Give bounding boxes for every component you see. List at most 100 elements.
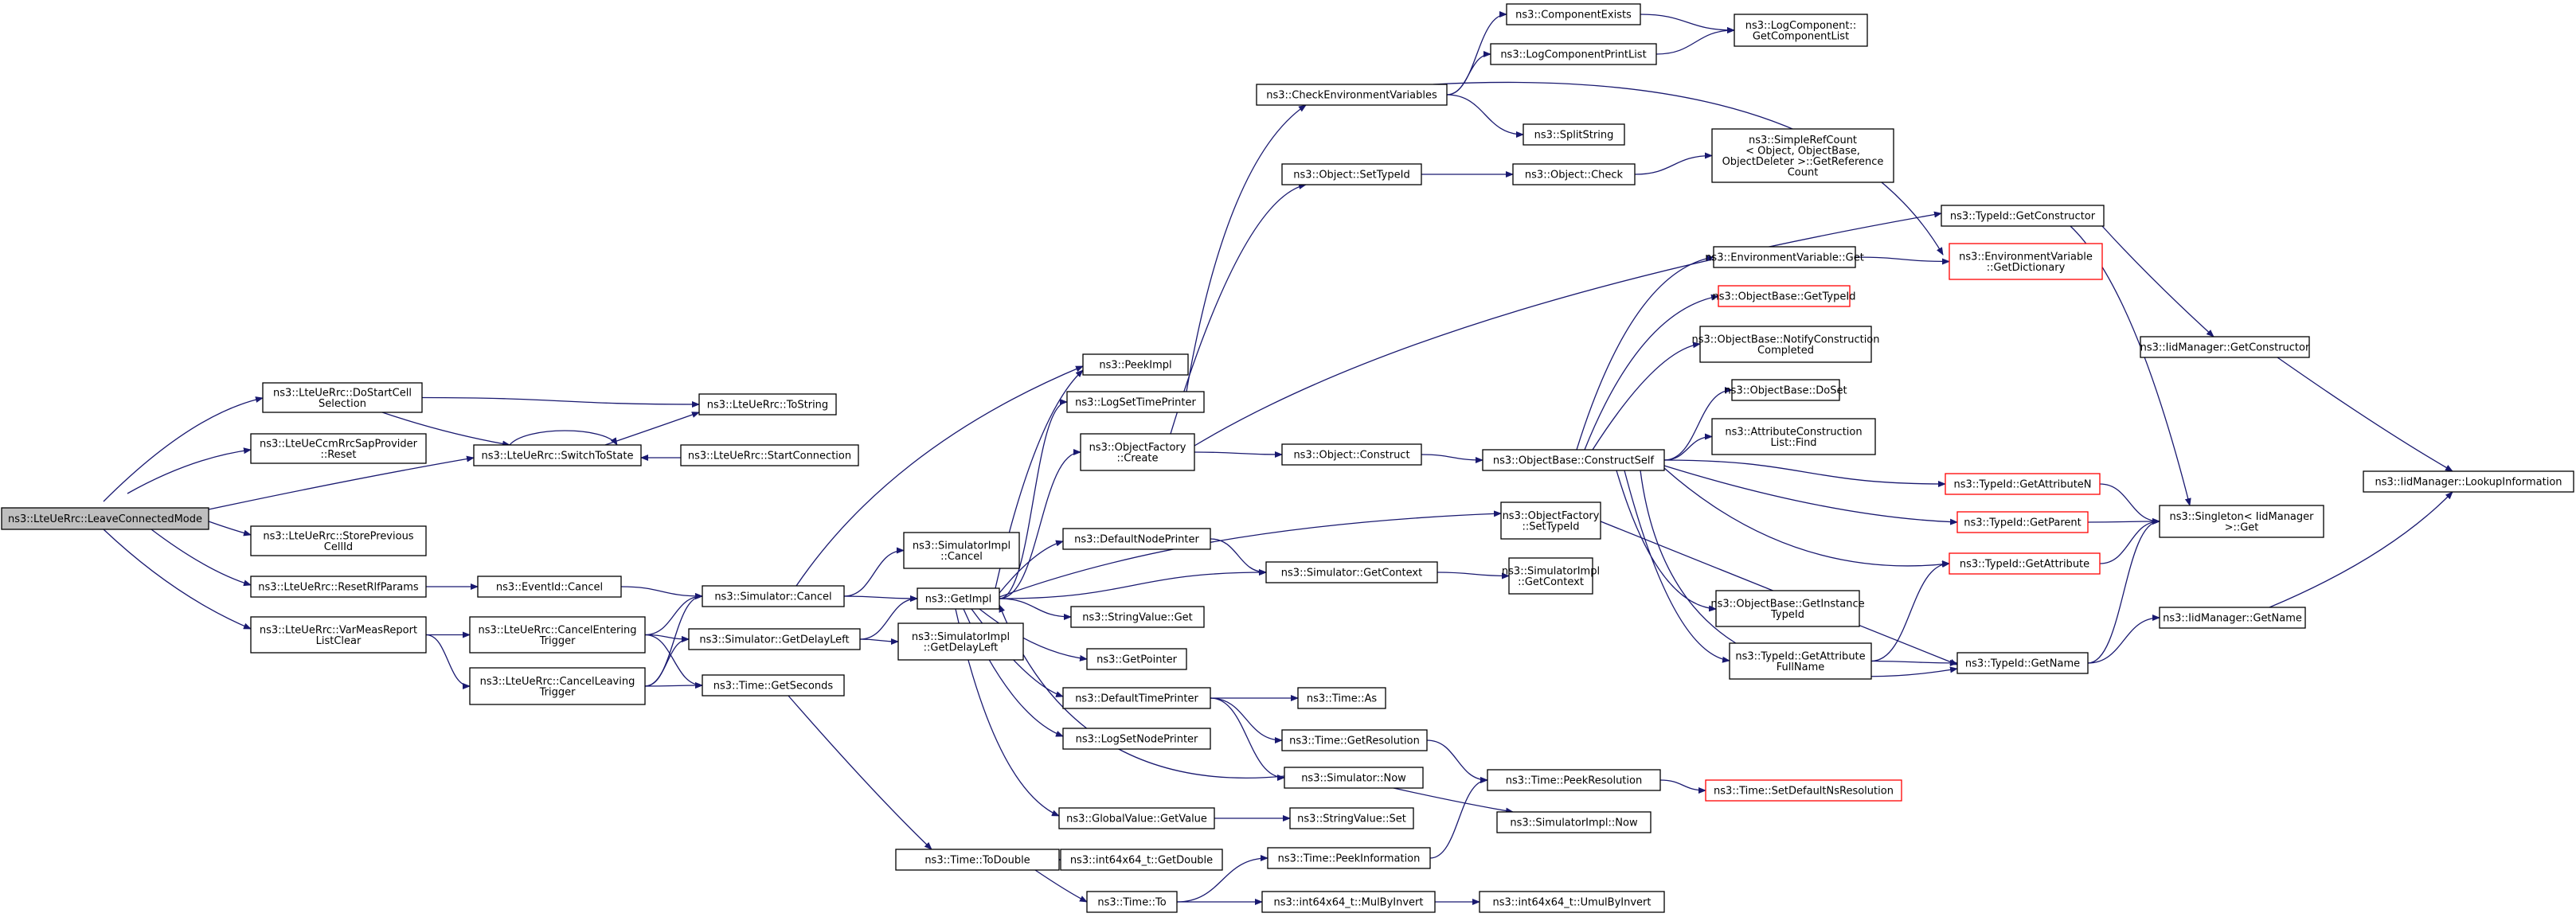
node-box <box>702 585 845 607</box>
call-graph-node[interactable]: ns3::TypeId::GetAttributeN <box>1945 473 2101 495</box>
call-graph-node[interactable]: ns3::LteUeRrc::ResetRlfParams <box>250 576 427 598</box>
call-graph-node[interactable]: ns3::LteUeRrc::StartConnection <box>680 444 859 466</box>
call-graph-node[interactable]: ns3::TypeId::GetName <box>1956 652 2089 674</box>
node-box <box>250 525 427 556</box>
call-graph-node[interactable]: ns3::LteUeCcmRrcSapProvider::Reset <box>250 433 427 464</box>
call-graph-node[interactable]: ns3::EnvironmentVariable::Get <box>1705 246 1864 268</box>
call-graph-node[interactable]: ns3::ObjectBase::NotifyConstructionCompl… <box>1692 326 1880 363</box>
call-graph-node[interactable]: ns3::StringValue::Set <box>1289 807 1414 829</box>
call-graph-node[interactable]: ns3::Time::GetSeconds <box>702 674 845 697</box>
call-graph-node[interactable]: ns3::GetPointer <box>1086 648 1187 670</box>
call-graph-node[interactable]: ns3::Time::PeekResolution <box>1487 769 1661 791</box>
call-graph-node[interactable]: ns3::LogComponentPrintList <box>1490 43 1657 65</box>
edge-n10-to-n12 <box>644 593 703 636</box>
edge-n65-to-n67 <box>2087 518 2160 664</box>
call-graph-node[interactable]: ns3::SimpleRefCount< Object, ObjectBase,… <box>1711 128 1894 183</box>
call-graph-node[interactable]: ns3::Time::PeekInformation <box>1267 847 1431 869</box>
node-box <box>1956 511 2089 533</box>
call-graph-node[interactable]: ns3::Simulator::GetDelayLeft <box>688 628 861 650</box>
call-graph-node[interactable]: ns3::Singleton< IidManager>::Get <box>2159 505 2324 538</box>
call-graph-node[interactable]: ns3::Time::As <box>1297 687 1386 709</box>
call-graph-node[interactable]: ns3::LteUeRrc::LeaveConnectedMode <box>1 507 209 530</box>
edge-n17-to-n34 <box>999 510 1502 598</box>
call-graph-node[interactable]: ns3::Time::ToDouble <box>895 849 1060 871</box>
call-graph-node[interactable]: ns3::Object::Construct <box>1281 443 1422 466</box>
call-graph-node[interactable]: ns3::StringValue::Get <box>1070 606 1205 628</box>
call-graph-node[interactable]: ns3::LogSetNodePrinter <box>1062 728 1211 750</box>
node-label: ns3::Simulator::GetContext <box>1281 568 1422 579</box>
call-graph-node[interactable]: ns3::GlobalValue::GetValue <box>1058 807 1215 829</box>
edge-n52-to-n61 <box>1855 256 1950 265</box>
call-graph-node[interactable]: ns3::int64x64_t::GetDouble <box>1060 849 1223 871</box>
call-graph-node[interactable]: ns3::Time::GetResolution <box>1281 729 1428 751</box>
node-box <box>1082 353 1189 376</box>
call-graph-node[interactable]: ns3::Time::To <box>1086 891 1178 913</box>
call-graph-node[interactable]: ns3::ObjectBase::ConstructSelf <box>1482 449 1665 471</box>
call-graph-node[interactable]: ns3::Simulator::Cancel <box>702 585 845 607</box>
call-graph-node[interactable]: ns3::IidManager::LookupInformation <box>2363 470 2574 493</box>
call-graph-node[interactable]: ns3::ObjectFactory::Create <box>1080 433 1195 471</box>
node-box <box>1080 433 1195 471</box>
call-graph-node[interactable]: ns3::SimulatorImpl::Cancel <box>903 532 1020 569</box>
node-label: ns3::LogComponentPrintList <box>1500 49 1646 61</box>
call-graph-node[interactable]: ns3::SplitString <box>1523 123 1625 146</box>
call-graph-node[interactable]: ns3::EnvironmentVariable::GetDictionary <box>1949 243 2103 280</box>
call-graph-node[interactable]: ns3::TypeId::GetAttribute <box>1949 552 2101 575</box>
call-graph-node[interactable]: ns3::SimulatorImpl::GetDelayLeft <box>897 622 1024 661</box>
node-box <box>702 674 845 697</box>
node-box <box>1062 528 1211 550</box>
call-graph-node[interactable]: ns3::ComponentExists <box>1506 3 1641 25</box>
edge-n10-to-n14 <box>644 634 703 689</box>
node-box <box>1941 205 2105 227</box>
node-layer: ns3::LteUeRrc::LeaveConnectedModens3::Lt… <box>1 3 2574 913</box>
call-graph-node[interactable]: ns3::DefaultTimePrinter <box>1062 687 1211 709</box>
edge-n36-to-n47 <box>1426 739 1488 783</box>
node-box <box>469 616 646 654</box>
call-graph-node[interactable]: ns3::ObjectFactory::SetTypeId <box>1500 501 1601 540</box>
edge-n44-to-n51 <box>1634 152 1713 175</box>
call-graph-node[interactable]: ns3::LteUeRrc::ToString <box>698 393 837 416</box>
call-graph-node[interactable]: ns3::LogSetTimePrinter <box>1066 391 1205 413</box>
node-box <box>895 849 1060 871</box>
call-graph-node[interactable]: ns3::Time::SetDefaultNsResolution <box>1705 779 1902 802</box>
call-graph-node[interactable]: ns3::Simulator::Now <box>1284 767 1424 789</box>
call-graph-node[interactable]: ns3::IidManager::GetName <box>2159 607 2306 629</box>
call-graph-node[interactable]: ns3::int64x64_t::MulByInvert <box>1261 891 1436 913</box>
edge-n21-to-n60 <box>1194 211 1942 447</box>
call-graph-node[interactable]: ns3::EventId::Cancel <box>477 576 622 598</box>
call-graph-node[interactable]: ns3::TypeId::GetConstructor <box>1941 205 2105 227</box>
call-graph-node[interactable]: ns3::GetImpl <box>917 587 1000 610</box>
call-graph-node[interactable]: ns3::SimulatorImpl::GetContext <box>1502 557 1600 595</box>
call-graph-node[interactable]: ns3::Object::SetTypeId <box>1281 163 1422 185</box>
call-graph-node[interactable]: ns3::LogComponent::GetComponentList <box>1734 14 1868 47</box>
call-graph-node[interactable]: ns3::LteUeRrc::SwitchToState <box>473 444 642 466</box>
call-graph-node[interactable]: ns3::ObjectBase::DoSet <box>1724 379 1847 401</box>
call-graph-node[interactable]: ns3::PeekImpl <box>1082 353 1189 376</box>
node-label: ns3::IidManager::LookupInformation <box>2375 477 2562 489</box>
edge-n14-to-n15 <box>788 695 932 850</box>
node-box <box>2159 505 2324 538</box>
node-label: ns3::Time::GetSeconds <box>713 681 834 693</box>
call-graph-node[interactable]: ns3::TypeId::GetParent <box>1956 511 2089 533</box>
call-graph-node[interactable]: ns3::IidManager::GetConstructor <box>2140 336 2310 358</box>
call-graph-node[interactable]: ns3::Simulator::GetContext <box>1265 561 1438 583</box>
node-label: ns3::LogSetNodePrinter <box>1076 734 1198 746</box>
call-graph-node[interactable]: ns3::Object::Check <box>1512 163 1636 185</box>
call-graph-node[interactable]: ns3::int64x64_t::UmulByInvert <box>1479 891 1665 913</box>
call-graph-node[interactable]: ns3::CheckEnvironmentVariables <box>1256 84 1448 106</box>
call-graph-node[interactable]: ns3::SimulatorImpl::Now <box>1496 811 1652 833</box>
edge-n58-to-n65 <box>1870 659 1958 666</box>
node-box <box>250 576 427 598</box>
call-graph-node[interactable]: ns3::DefaultNodePrinter <box>1062 528 1211 550</box>
call-graph-node[interactable]: ns3::ObjectBase::GetTypeId <box>1713 285 1856 307</box>
node-box <box>1711 128 1894 183</box>
node-label: ns3::int64x64_t::GetDouble <box>1070 855 1213 867</box>
